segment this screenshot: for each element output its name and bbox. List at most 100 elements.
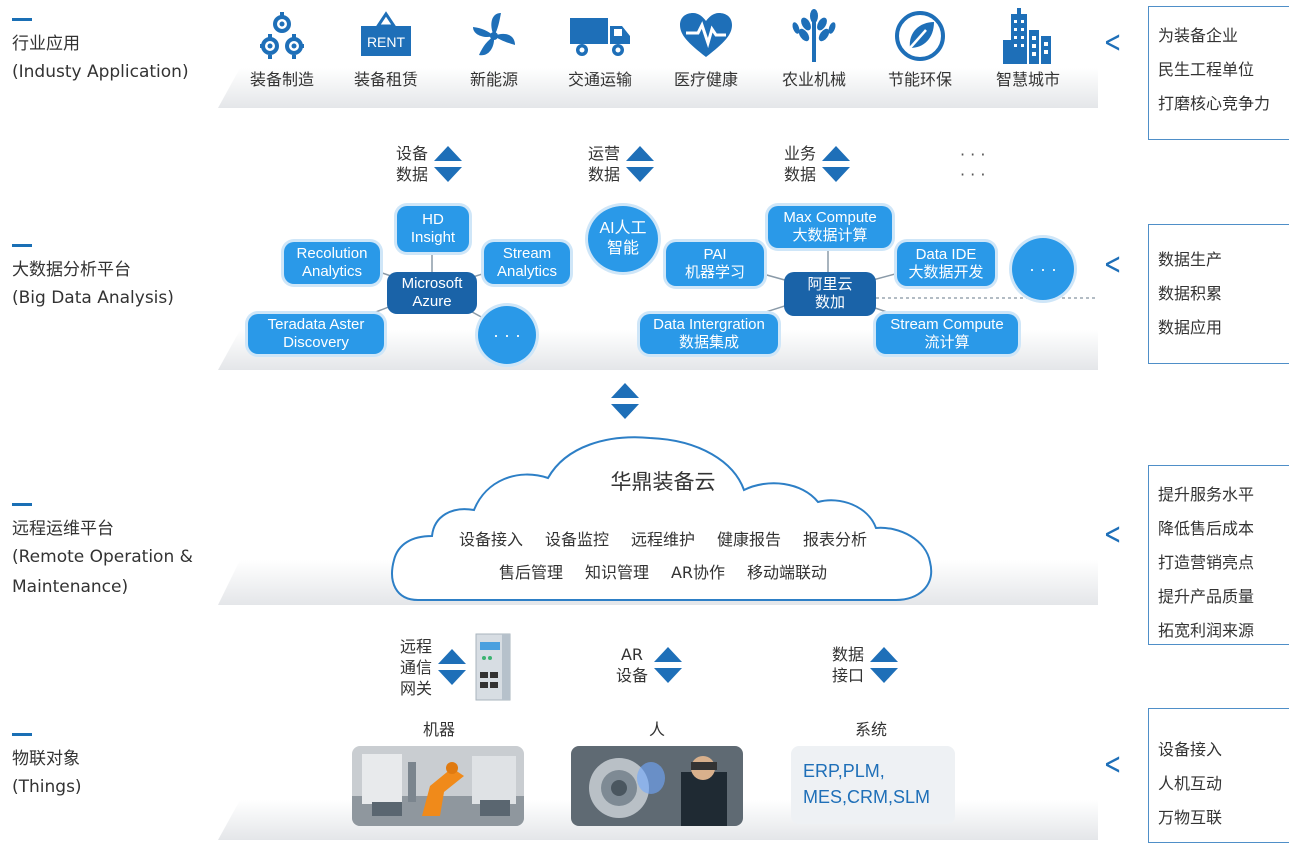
benefit-box-bigdata: 数据生产 数据积累 数据应用	[1148, 224, 1289, 364]
layer-marker	[12, 244, 32, 247]
cloud-feature: 设备接入	[458, 530, 523, 549]
chevron-left-icon: <	[1103, 247, 1122, 282]
benefit-box-industry: 为装备企业 民生工程单位 打磨核心竞争力	[1148, 6, 1289, 140]
system-box: ERP,PLM, MES,CRM,SLM	[791, 746, 955, 824]
truck-icon	[550, 8, 650, 64]
benefit-item: 万物互联	[1158, 808, 1223, 827]
node-ai: AI人工智能	[588, 206, 658, 272]
layer-label-industry: 行业应用 (Industy Application)	[12, 18, 189, 87]
cloud-feature-row-2: 售后管理 知识管理 AR协作 移动端联动	[388, 559, 938, 583]
industry-new-energy: 新能源	[444, 8, 544, 90]
node-azure-more: · · ·	[478, 306, 536, 364]
industry-transport: 交通运输	[550, 8, 650, 90]
cloud-feature: 移动端联动	[747, 563, 828, 582]
thing-label-machine: 机器	[422, 720, 455, 739]
cloud-shape	[391, 436, 933, 601]
layer-title-en: (Industy Application)	[12, 62, 189, 82]
thing-label-system: 系统	[854, 720, 887, 739]
industry-label: 新能源	[469, 70, 518, 89]
connector-gateway: 远程通信网关	[400, 632, 516, 702]
cloud-title: 华鼎装备云	[610, 470, 716, 494]
flow-device-data: 设备数据	[396, 143, 463, 185]
node-aliyun-more: · · ·	[1012, 238, 1074, 300]
benefit-item: 为装备企业	[1158, 26, 1239, 45]
rent-sign-icon: RENT	[336, 8, 436, 64]
connector-data-interface: 数据接口	[832, 644, 899, 686]
benefit-item: 数据生产	[1158, 250, 1223, 269]
industry-label: 医疗健康	[673, 70, 738, 89]
gears-icon	[232, 8, 332, 64]
industry-label: 交通运输	[567, 70, 632, 89]
up-down-arrow-icon	[654, 647, 683, 683]
up-down-arrow-icon	[822, 146, 851, 182]
benefit-item: 数据应用	[1158, 318, 1223, 337]
leaf-icon	[870, 8, 970, 64]
industry-label: 装备制造	[249, 70, 314, 89]
layer-marker	[12, 18, 32, 21]
benefit-item: 打磨核心竞争力	[1158, 94, 1271, 113]
cloud-feature: 远程维护	[630, 530, 695, 549]
wind-turbine-icon	[444, 8, 544, 64]
up-down-arrow-icon	[438, 649, 467, 685]
layer-title-zh: 行业应用	[12, 34, 80, 54]
benefit-box-remote-ops: 提升服务水平 降低售后成本 打造营销亮点 提升产品质量 拓宽利润来源	[1148, 465, 1289, 645]
up-down-arrow-icon	[434, 146, 463, 182]
flow-label: 远程通信网关	[400, 636, 433, 698]
layer-title-en: (Things)	[12, 777, 82, 797]
node-aliyun-shujia: 阿里云数加	[784, 272, 876, 316]
layer-title-en: (Big Data Analysis)	[12, 288, 174, 308]
heart-pulse-icon	[656, 8, 756, 64]
layer-marker	[12, 503, 32, 506]
benefit-item: 民生工程单位	[1158, 60, 1255, 79]
cloud-feature: 健康报告	[717, 530, 782, 549]
ar-headset-person-photo	[571, 746, 743, 826]
industry-label: 智慧城市	[995, 70, 1060, 89]
city-buildings-icon	[978, 8, 1078, 64]
layer-title-zh: 物联对象	[12, 749, 80, 769]
chevron-left-icon: <	[1103, 747, 1122, 782]
layer-marker	[12, 733, 32, 736]
industry-smart-city: 智慧城市	[978, 8, 1078, 90]
benefit-item: 降低售后成本	[1158, 519, 1255, 538]
flow-label: 数据接口	[832, 645, 865, 685]
industry-equipment-rental: RENT 装备租赁	[336, 8, 436, 90]
layer-title-zh: 大数据分析平台	[12, 260, 131, 280]
benefit-item: 提升服务水平	[1158, 485, 1255, 504]
wheat-icon	[764, 8, 864, 64]
benefit-item: 设备接入	[1158, 740, 1223, 759]
industry-healthcare: 医疗健康	[656, 8, 756, 90]
flow-more-ellipsis: · · · · · ·	[960, 145, 986, 184]
industry-equipment-mfg: 装备制造	[232, 8, 332, 90]
layer-label-remote-ops: 远程运维平台 (Remote Operation & Maintenance)	[12, 503, 193, 602]
gateway-device-icon	[475, 633, 511, 701]
svg-text:RENT: RENT	[367, 34, 406, 50]
industry-agri-machinery: 农业机械	[764, 8, 864, 90]
benefit-item: 打造营销亮点	[1158, 553, 1255, 572]
flow-biz-data: 业务数据	[784, 143, 851, 185]
benefit-item: 人机互动	[1158, 774, 1223, 793]
cloud-feature: 知识管理	[584, 563, 649, 582]
flow-label: 运营数据	[588, 144, 621, 184]
system-list-line1: ERP,PLM,	[803, 761, 885, 781]
flow-label: 业务数据	[784, 144, 817, 184]
chevron-left-icon: <	[1103, 517, 1122, 552]
industry-label: 农业机械	[781, 70, 846, 89]
benefit-item: 拓宽利润来源	[1158, 621, 1255, 640]
layer-title-en-line2: Maintenance)	[12, 577, 129, 597]
benefit-item: 提升产品质量	[1158, 587, 1255, 606]
chevron-left-icon: <	[1103, 25, 1122, 60]
layer-label-bigdata: 大数据分析平台 (Big Data Analysis)	[12, 244, 174, 313]
layer-label-things: 物联对象 (Things)	[12, 733, 82, 802]
thing-label-person: 人	[648, 720, 665, 739]
benefit-box-things: 设备接入 人机互动 万物互联	[1148, 708, 1289, 843]
industry-label: 装备租赁	[353, 70, 418, 89]
cloud-feature-row-1: 设备接入 设备监控 远程维护 健康报告 报表分析	[388, 526, 938, 550]
